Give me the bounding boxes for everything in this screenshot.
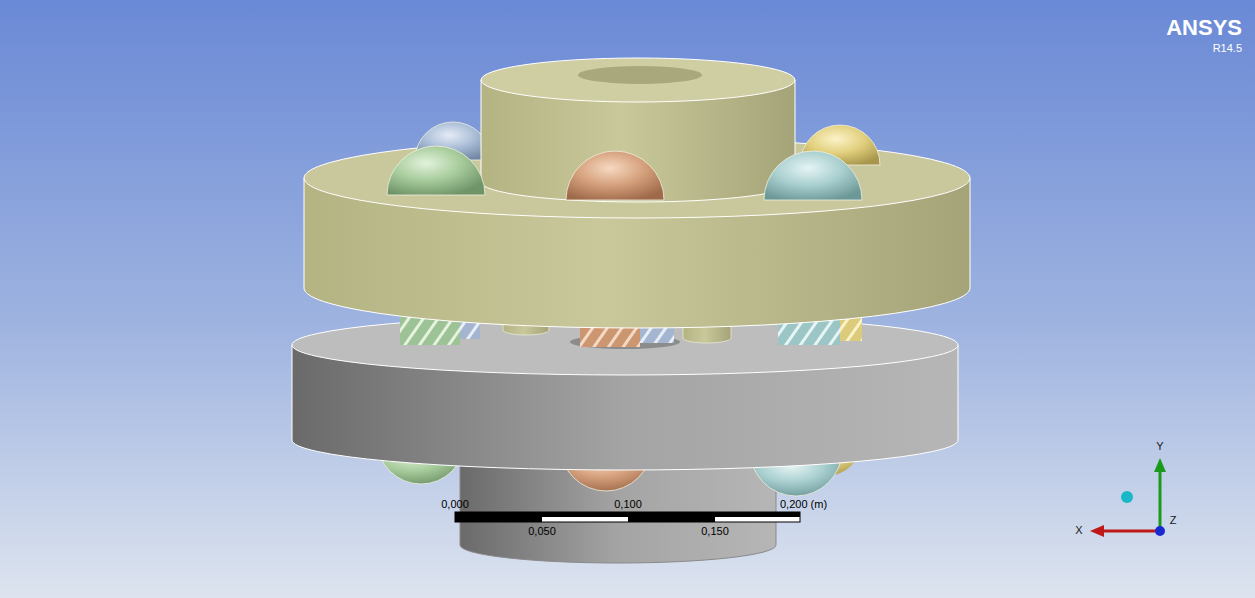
scale-value: 0,100 (614, 498, 642, 510)
upper-front-balls (387, 146, 862, 200)
axis-triad (1090, 458, 1166, 537)
axis-label: X (1075, 524, 1082, 536)
axis-label: Z (1170, 514, 1177, 526)
top-hub (481, 58, 795, 202)
scale-value: 0,200 (m) (780, 498, 827, 510)
scale-value: 0,050 (528, 525, 556, 537)
product-logo: ANSYS (1166, 16, 1242, 40)
version-label: R14.5 (1213, 42, 1242, 54)
axis-label: Y (1156, 440, 1163, 452)
scale-value: 0,150 (701, 525, 729, 537)
scale-bar (455, 512, 800, 522)
scale-value: 0,000 (441, 498, 469, 510)
upper-flange (304, 138, 970, 328)
